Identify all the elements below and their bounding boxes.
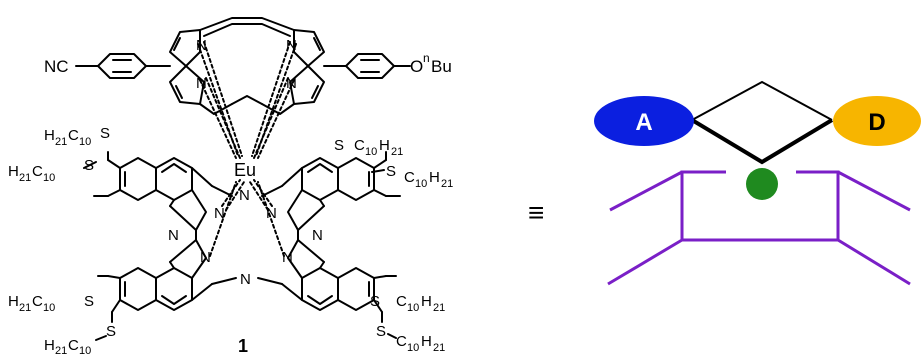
chain-label-lower-left-1: H 21 C 10 S — [8, 293, 94, 314]
svg-text:H: H — [429, 169, 440, 186]
svg-text:10: 10 — [415, 178, 427, 190]
porphyrin-n-upper-right: N — [286, 37, 297, 54]
svg-text:H: H — [8, 293, 19, 310]
butoxy-o-label: O — [410, 57, 423, 76]
alkylthio-chains — [83, 151, 401, 341]
porphyrin-n-lower-right: N — [286, 75, 297, 92]
pc-n-right-a: N — [266, 205, 277, 222]
pc-n-center-top: N — [239, 187, 250, 204]
svg-text:10: 10 — [79, 136, 91, 148]
porphyrin-diamond — [691, 80, 833, 121]
sulfur-label: S — [334, 137, 344, 154]
chain-label-lower-right-2: S C 10 H 21 — [376, 323, 445, 354]
svg-text:C: C — [404, 169, 415, 186]
butoxy-superscript-label: n — [423, 51, 430, 65]
chain-label-lower-left-2: S H 21 C 10 — [44, 323, 116, 356]
chain-label-lower-right-1: S C 10 H 21 — [370, 293, 445, 314]
svg-text:C: C — [354, 137, 365, 154]
chain-label-upper-left-1: H 21 C 10 S — [44, 125, 110, 148]
svg-text:10: 10 — [79, 345, 91, 356]
pc-n-left-a: N — [214, 205, 225, 222]
acceptor-ellipse — [594, 96, 694, 146]
compound-number-label: 1 — [238, 336, 248, 356]
svg-text:H: H — [44, 127, 55, 144]
molecule-labels: NC O n Bu N N N N Eu N N N N N N N N H 2… — [8, 37, 453, 356]
svg-text:21: 21 — [55, 345, 67, 356]
svg-text:21: 21 — [391, 146, 403, 158]
porphyrin-diamond-front-edge — [690, 118, 834, 165]
cyanophenyl-group — [75, 53, 171, 79]
svg-text:C: C — [396, 333, 407, 350]
sulfur-label: S — [100, 125, 110, 142]
cyano-label: NC — [44, 57, 69, 76]
coordination-bonds — [197, 41, 297, 257]
sulfur-label: S — [84, 293, 94, 310]
sulfur-label: S — [84, 157, 94, 174]
svg-text:C: C — [32, 163, 43, 180]
svg-text:10: 10 — [43, 172, 55, 184]
svg-text:10: 10 — [43, 302, 55, 314]
donor-label: D — [868, 109, 885, 136]
svg-text:21: 21 — [19, 172, 31, 184]
naphthalo-unit-lower-left — [107, 239, 213, 313]
meso-bridges — [195, 185, 299, 285]
svg-text:C: C — [32, 293, 43, 310]
acceptor-label: A — [635, 109, 652, 136]
chain-label-upper-right-2: S C 10 H 21 — [386, 163, 453, 190]
svg-text:21: 21 — [55, 136, 67, 148]
metal-center-dot — [746, 168, 778, 200]
sulfur-label: S — [376, 323, 386, 340]
svg-text:C: C — [396, 293, 407, 310]
naphthalo-unit-upper-left — [107, 157, 213, 231]
svg-text:H: H — [421, 293, 432, 310]
svg-text:C: C — [68, 337, 79, 354]
porphyrin-n-lower-left: N — [196, 75, 207, 92]
butoxyphenyl-group — [323, 53, 411, 79]
pc-n-center-bottom: N — [240, 271, 251, 288]
sulfur-label: S — [370, 293, 380, 310]
phthalocyanine-frame — [607, 170, 911, 286]
svg-text:H: H — [44, 337, 55, 354]
svg-text:H: H — [8, 163, 19, 180]
metal-label: Eu — [234, 160, 256, 180]
schematic-diagram: A D — [594, 80, 921, 286]
svg-text:H: H — [379, 137, 390, 154]
svg-text:C: C — [68, 127, 79, 144]
porphyrin-ring — [169, 17, 325, 115]
svg-text:21: 21 — [441, 178, 453, 190]
molecule-structure — [75, 17, 411, 341]
pc-n-right-b: N — [312, 227, 323, 244]
pc-n-left-b: N — [168, 227, 179, 244]
chain-label-upper-left-2: H 21 C 10 S — [8, 157, 94, 184]
sulfur-label: S — [386, 163, 396, 180]
donor-ellipse — [833, 96, 921, 146]
equivalence-sign: ≡ — [528, 197, 544, 228]
butoxy-tail-label: Bu — [431, 57, 452, 76]
sulfur-label: S — [106, 323, 116, 340]
chain-label-upper-right-1: S C 10 H 21 — [334, 137, 403, 158]
svg-text:10: 10 — [365, 146, 377, 158]
pc-n-right-c: N — [282, 249, 293, 266]
svg-text:21: 21 — [19, 302, 31, 314]
svg-text:H: H — [421, 333, 432, 350]
porphyrin-n-upper-left: N — [196, 37, 207, 54]
pc-n-left-c: N — [200, 249, 211, 266]
svg-text:10: 10 — [407, 302, 419, 314]
naphthalo-unit-upper-right — [281, 157, 387, 231]
svg-text:21: 21 — [433, 302, 445, 314]
naphthalo-unit-lower-right — [281, 239, 387, 313]
svg-text:21: 21 — [433, 342, 445, 354]
svg-text:10: 10 — [407, 342, 419, 354]
